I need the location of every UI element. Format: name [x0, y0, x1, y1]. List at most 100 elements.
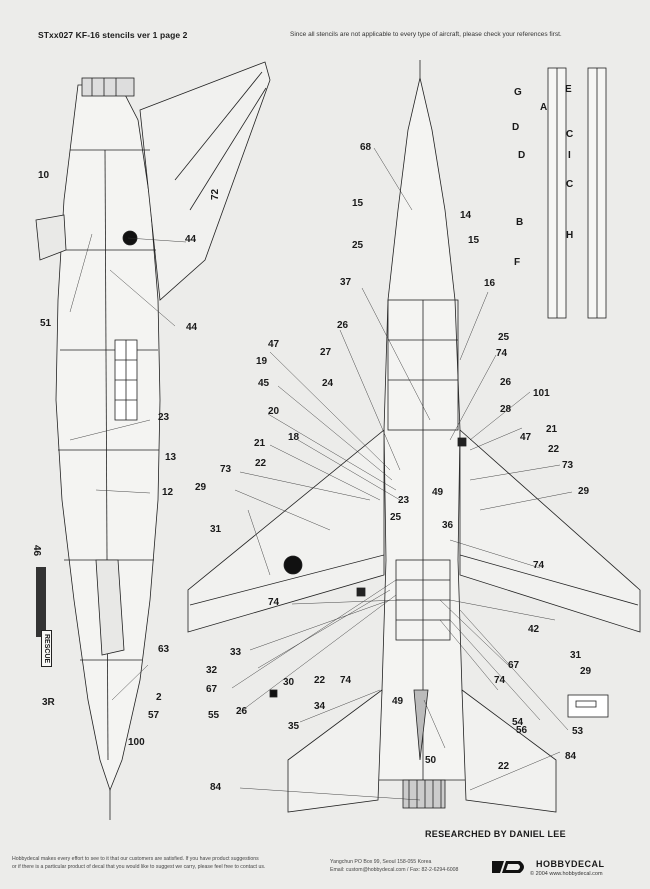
top-view-callout-34: 34	[314, 701, 326, 712]
top-view-callout-45: 45	[258, 378, 270, 389]
left-view-callout-13: 13	[165, 452, 177, 463]
side-stores-callout-F: F	[514, 257, 520, 268]
contact-email: Email: custom@hobbydecal.com / Fax: 82-2…	[330, 867, 459, 873]
hobbydecal-logo: HOBBYDECAL © 2004 www.hobbydecal.com	[490, 855, 630, 881]
top-view-callout-74: 74	[268, 597, 280, 608]
top-view-callout-49: 49	[392, 696, 404, 707]
left-view-callout-72: 72	[210, 188, 221, 200]
top-view-callout-53: 53	[572, 726, 584, 737]
top-view-callout-26: 26	[337, 320, 349, 331]
top-view-callout-47: 47	[268, 339, 280, 350]
left-view-callout-57: 57	[148, 710, 160, 721]
top-view-callout-22: 22	[255, 458, 267, 469]
side-stores-callout-E: E	[565, 84, 572, 95]
side-stores-callout-G: G	[514, 87, 522, 98]
disclaimer-line-1: Hobbydecal makes every effort to see to …	[12, 856, 259, 862]
top-view-callout-101: 101	[533, 388, 550, 399]
left-view-callout-10: 10	[38, 170, 50, 181]
side-stores-callout-D: D	[518, 150, 525, 161]
top-view-aircraft	[187, 60, 641, 813]
top-view-callout-55: 55	[208, 710, 220, 721]
left-view-callout-46: 46	[31, 545, 42, 557]
top-view-callout-29: 29	[195, 482, 207, 493]
left-view-callout-63: 63	[158, 644, 170, 655]
side-stores-callout-I: I	[568, 150, 571, 161]
top-view-callout-84: 84	[565, 751, 577, 762]
top-view-callout-32: 32	[206, 665, 218, 676]
top-view-callout-49: 49	[432, 487, 444, 498]
left-view-callout-100: 100	[128, 737, 145, 748]
left-view-callout-44: 44	[185, 234, 197, 245]
left-view-callout-23: 23	[158, 412, 170, 423]
side-stores-callout-C: C	[566, 129, 573, 140]
top-view-callout-15: 15	[468, 235, 480, 246]
top-view-callout-27: 27	[320, 347, 332, 358]
side-stores-callout-H: H	[566, 230, 573, 241]
top-view-callout-16: 16	[484, 278, 496, 289]
top-view-callout-47: 47	[520, 432, 532, 443]
top-view-callout-25: 25	[352, 240, 364, 251]
sheet-note: Since all stencils are not applicable to…	[290, 31, 562, 38]
top-view-callout-19: 19	[256, 356, 268, 367]
top-view-callout-18: 18	[288, 432, 300, 443]
top-view-callout-50: 50	[425, 755, 437, 766]
brand-name: HOBBYDECAL	[536, 859, 605, 869]
top-view-callout-73: 73	[220, 464, 232, 475]
side-stores-callout-C: C	[566, 179, 573, 190]
top-view-callout-74: 74	[340, 675, 352, 686]
top-view-callout-28: 28	[500, 404, 512, 415]
top-view-callout-54: 54	[512, 717, 524, 728]
disclaimer-line-2: or if there is a particular product of d…	[12, 864, 266, 870]
left-view-callout-3R: 3R	[42, 697, 56, 708]
left-view-callout-2: 2	[156, 692, 162, 703]
top-view-callout-73: 73	[562, 460, 574, 471]
top-view-callout-37: 37	[340, 277, 352, 288]
side-stores-callout-D: D	[512, 122, 519, 133]
top-view-callout-21: 21	[546, 424, 558, 435]
top-view-callout-67: 67	[508, 660, 520, 671]
top-view-callout-35: 35	[288, 721, 300, 732]
side-stores-callout-A: A	[540, 102, 547, 113]
sheet-title: STxx027 KF-16 stencils ver 1 page 2	[38, 30, 188, 40]
top-view-callout-25: 25	[390, 512, 402, 523]
top-view-callout-21: 21	[254, 438, 266, 449]
top-view-callout-31: 31	[210, 524, 222, 535]
footer-contact: Yangchun PO Box 99, Seoul 158-055 Korea …	[330, 858, 490, 874]
top-view-callout-74: 74	[494, 675, 506, 686]
top-view-callout-20: 20	[268, 406, 280, 417]
warning-placard	[36, 567, 46, 637]
leader-lines	[69, 147, 573, 801]
top-view-callout-29: 29	[578, 486, 590, 497]
rescue-arrow-label: RESCUE	[41, 630, 52, 668]
top-view-callout-42: 42	[528, 624, 540, 635]
top-view-callout-25: 25	[498, 332, 510, 343]
top-view-callout-30: 30	[283, 677, 295, 688]
top-view-callout-29: 29	[580, 666, 592, 677]
left-view-callout-12: 12	[162, 487, 174, 498]
stores-strip	[547, 67, 609, 718]
side-view-aircraft	[35, 61, 271, 820]
top-view-callout-68: 68	[360, 142, 372, 153]
brand-copyright: © 2004 www.hobbydecal.com	[530, 871, 603, 877]
left-view-callout-44: 44	[186, 322, 198, 333]
top-view-callout-22: 22	[548, 444, 560, 455]
top-view-callout-84: 84	[210, 782, 222, 793]
top-view-callout-15: 15	[352, 198, 364, 209]
top-view-callout-36: 36	[442, 520, 454, 531]
logo-mark-icon	[492, 861, 524, 873]
footer-disclaimer: Hobbydecal makes every effort to see to …	[12, 855, 332, 871]
top-view-callout-22: 22	[498, 761, 510, 772]
top-view-callout-33: 33	[230, 647, 242, 658]
top-view-callout-31: 31	[570, 650, 582, 661]
top-view-callout-24: 24	[322, 378, 334, 389]
researched-by: RESEARCHED BY DANIEL LEE	[425, 829, 566, 839]
top-view-callout-26: 26	[500, 377, 512, 388]
top-view-callout-23: 23	[398, 495, 410, 506]
top-view-callout-74: 74	[496, 348, 508, 359]
top-view-callout-74: 74	[533, 560, 545, 571]
top-view-callout-22: 22	[314, 675, 326, 686]
contact-address: Yangchun PO Box 99, Seoul 158-055 Korea	[330, 859, 432, 865]
